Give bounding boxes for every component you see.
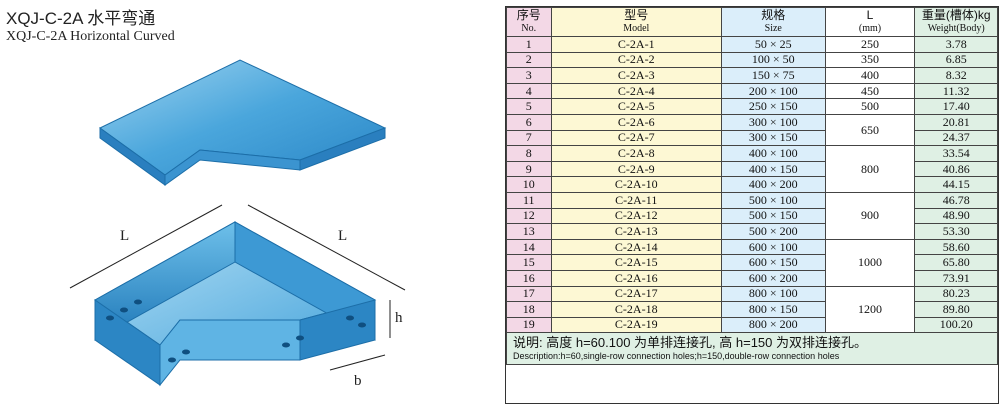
product-illustration-panel: XQJ-C-2A 水平弯通 XQJ-C-2A Horizontal Curved bbox=[0, 0, 500, 413]
spec-table-panel: 序号 No. 型号 Model 规格 Size L (mm) 重量(槽体)kg … bbox=[505, 6, 999, 404]
table-row: 5 C-2A-5 250 × 150 500 17.40 bbox=[506, 98, 998, 115]
table-row: 15 C-2A-15 600 × 150 65.80 bbox=[506, 254, 998, 271]
table-row: 12 C-2A-12 500 × 150 48.90 bbox=[506, 207, 998, 225]
col-header-l: L (mm) bbox=[824, 7, 916, 37]
table-row: 9 C-2A-9 400 × 150 40.86 bbox=[506, 160, 998, 178]
table-row: 10 C-2A-10 400 × 200 44.15 bbox=[506, 176, 998, 193]
product-title-en: XQJ-C-2A Horizontal Curved bbox=[6, 29, 175, 44]
table-row: 1 C-2A-1 50 × 25 250 3.78 bbox=[506, 36, 998, 53]
table-row: 3 C-2A-3 150 × 75 400 8.32 bbox=[506, 67, 998, 84]
horizontal-bend-diagram: L L h b bbox=[69, 59, 406, 389]
dimension-lines bbox=[69, 204, 406, 371]
dim-label-l-left: L bbox=[120, 228, 129, 244]
table-row: 2 C-2A-2 100 × 50 350 6.85 bbox=[506, 51, 998, 69]
cover-lid bbox=[99, 59, 387, 186]
col-header-no: 序号 No. bbox=[506, 7, 552, 37]
table-row: 16 C-2A-16 600 × 200 73.91 bbox=[506, 269, 998, 287]
table-row: 4 C-2A-4 200 × 100 450 11.32 bbox=[506, 82, 998, 100]
table-row: 11 C-2A-11 500 × 100 900 46.78 bbox=[506, 191, 998, 240]
table-row: 13 C-2A-13 500 × 200 53.30 bbox=[506, 223, 998, 240]
table-row: 19 C-2A-19 800 × 200 100.20 bbox=[506, 316, 998, 334]
table-row: 14 C-2A-14 600 × 100 1000 58.60 bbox=[506, 238, 998, 287]
product-title-cn: XQJ-C-2A 水平弯通 bbox=[6, 9, 156, 28]
note-cn: 说明: 高度 h=60.100 为单排连接孔, 高 h=150 为双排连接孔。 bbox=[513, 335, 867, 351]
col-header-weight: 重量(槽体)kg Weight(Body) bbox=[914, 7, 998, 37]
col-header-size: 规格 Size bbox=[721, 7, 826, 37]
table-row: 18 C-2A-18 800 × 150 89.80 bbox=[506, 301, 998, 318]
table-header-row: 序号 No. 型号 Model 规格 Size L (mm) 重量(槽体)kg … bbox=[506, 7, 998, 37]
trough-body bbox=[94, 221, 377, 387]
table-note-row: 说明: 高度 h=60.100 为单排连接孔, 高 h=150 为双排连接孔。 … bbox=[506, 332, 998, 366]
table-row: 17 C-2A-17 800 × 100 1200 80.23 bbox=[506, 285, 998, 334]
spec-table: 序号 No. 型号 Model 规格 Size L (mm) 重量(槽体)kg … bbox=[506, 7, 998, 366]
note-en: Description:h=60,single-row connection h… bbox=[513, 351, 840, 362]
table-note: 说明: 高度 h=60.100 为单排连接孔, 高 h=150 为双排连接孔。 … bbox=[506, 332, 998, 366]
dim-label-b: b bbox=[354, 373, 362, 389]
dim-label-l-right: L bbox=[338, 228, 347, 244]
dim-label-h: h bbox=[395, 310, 403, 326]
col-header-model: 型号 Model bbox=[550, 7, 722, 37]
table-row: 7 C-2A-7 300 × 150 24.37 bbox=[506, 129, 998, 147]
table-row: 6 C-2A-6 300 × 100 650 20.81 bbox=[506, 113, 998, 147]
table-row: 8 C-2A-8 400 × 100 800 33.54 bbox=[506, 145, 998, 193]
